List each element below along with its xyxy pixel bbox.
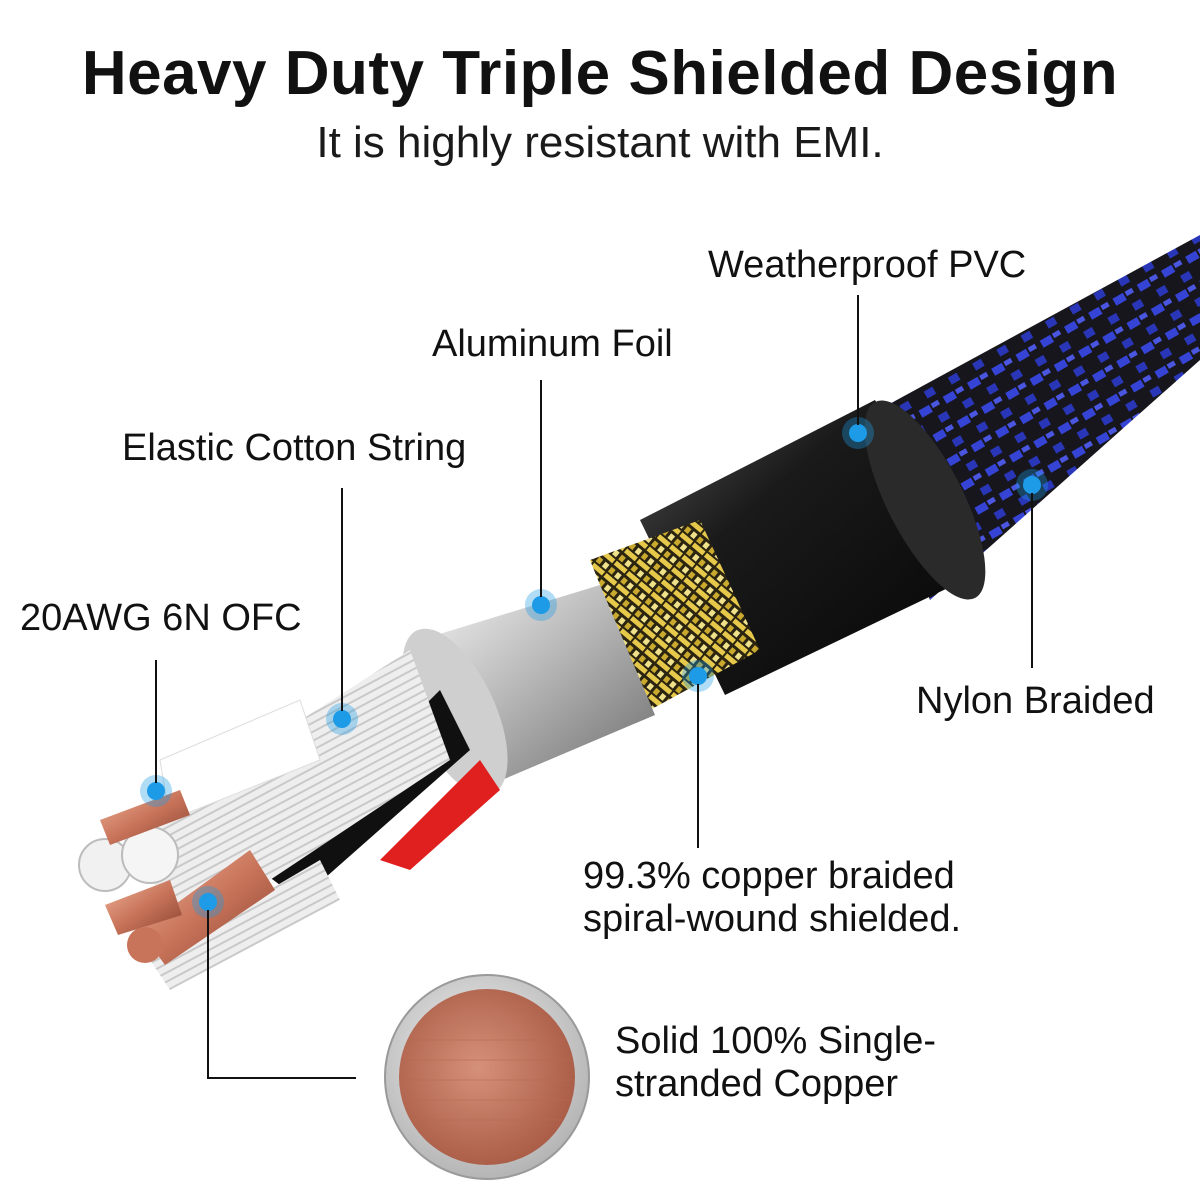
label-ofc: 20AWG 6N OFC [20,597,302,639]
label-weatherproof-pvc: Weatherproof PVC [708,244,1027,286]
marker-dot-solid-copper [192,886,224,918]
marker-dot-cotton [326,703,358,735]
label-solid-copper-line1: Solid 100% Single- [615,1020,937,1062]
marker-dot-braid [682,660,714,692]
solid-copper-cross-section [384,974,590,1180]
label-copper-braided-line2: spiral-wound shielded. [583,897,962,940]
leader-line-solid-copper [207,910,356,1079]
page-title: Heavy Duty Triple Shielded Design [81,39,1119,108]
marker-dot-pvc [842,417,874,449]
leader-lines [155,295,1033,1079]
label-nylon-braided: Nylon Braided [916,680,1155,722]
page-subtitle: It is highly resistant with EMI. [316,118,884,167]
label-aluminum-foil: Aluminum Foil [432,323,673,365]
label-solid-copper: Solid 100% Single- stranded Copper [615,1020,936,1105]
aluminum-foil-layer [402,585,655,796]
marker-dots [140,417,1048,918]
label-copper-braided-line1: 99.3% copper braided [583,855,955,897]
label-copper-braided: 99.3% copper braided spiral-wound shield… [583,855,961,940]
marker-dot-ofc [140,775,172,807]
red-insulation [380,760,500,870]
marker-dot-foil [525,589,557,621]
marker-dot-nylon [1016,469,1048,501]
label-solid-copper-line2: stranded Copper [615,1062,899,1105]
label-elastic-cotton-string: Elastic Cotton String [122,427,467,469]
